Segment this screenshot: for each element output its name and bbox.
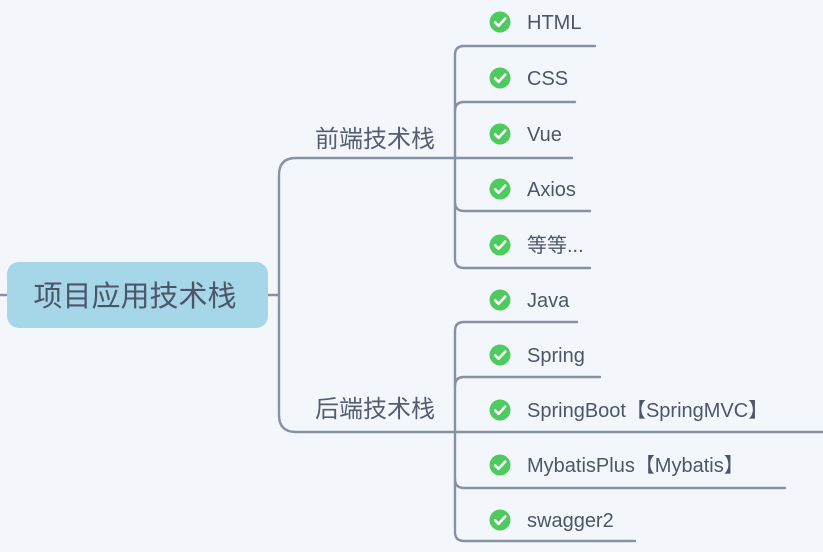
leaf-label: MybatisPlus【Mybatis】 [527, 455, 744, 477]
leaf-node-java[interactable]: Java [489, 289, 571, 313]
leaf-node-springboot[interactable]: SpringBoot【SpringMVC】 [489, 399, 769, 423]
check-circle-icon [489, 11, 511, 33]
check-circle-icon [489, 289, 511, 311]
check-circle-icon [489, 67, 511, 89]
root-node-box[interactable] [7, 262, 268, 328]
connector-spring-hook [453, 375, 602, 388]
leaf-label: swagger2 [527, 510, 614, 532]
connector-mybatis-hook [453, 477, 787, 490]
leaf-label: Vue [527, 124, 562, 146]
connector-axios-hook [453, 200, 592, 213]
check-circle-icon [489, 123, 511, 145]
leaf-label: SpringBoot【SpringMVC】 [527, 400, 768, 422]
branch-node-frontend[interactable]: 前端技术栈 [315, 126, 435, 153]
check-circle-icon [489, 234, 511, 256]
leaf-label: 等等... [527, 234, 584, 257]
check-circle-icon [489, 399, 511, 421]
branch-frontend-label: 前端技术栈 [315, 126, 435, 153]
leaf-node-vue[interactable]: Vue [489, 123, 562, 147]
leaf-node-swagger2[interactable]: swagger2 [489, 509, 614, 533]
branch-backend-label: 后端技术栈 [315, 396, 435, 423]
leaf-node-html[interactable]: HTML [489, 11, 582, 35]
leaf-node-axios[interactable]: Axios [489, 178, 576, 202]
check-circle-icon [489, 178, 511, 200]
branch-node-backend[interactable]: 后端技术栈 [315, 396, 435, 423]
check-circle-icon [489, 344, 511, 366]
connector-frontend-bracket [453, 44, 597, 270]
leaf-label: HTML [527, 12, 581, 34]
leaf-label: Java [527, 290, 570, 312]
leaf-node-mybatisplus[interactable]: MybatisPlus【Mybatis】 [489, 454, 744, 478]
leaf-label: CSS [527, 68, 568, 90]
leaf-node-spring[interactable]: Spring [489, 344, 585, 368]
connector-css-hook [453, 100, 577, 113]
connector-main-trunk [277, 156, 823, 434]
leaf-label: Axios [527, 179, 576, 201]
root-node-label: 项目应用技术栈 [33, 280, 236, 313]
leaf-label: Spring [527, 345, 585, 367]
check-circle-icon [489, 454, 511, 476]
connector-backend-bracket [453, 320, 637, 543]
connector-lines [0, 44, 823, 543]
leaf-node-css[interactable]: CSS [489, 67, 569, 91]
leaf-node-etc[interactable]: 等等... [489, 234, 584, 257]
root-node[interactable]: 项目应用技术栈 [7, 262, 268, 328]
check-circle-icon [489, 509, 511, 531]
